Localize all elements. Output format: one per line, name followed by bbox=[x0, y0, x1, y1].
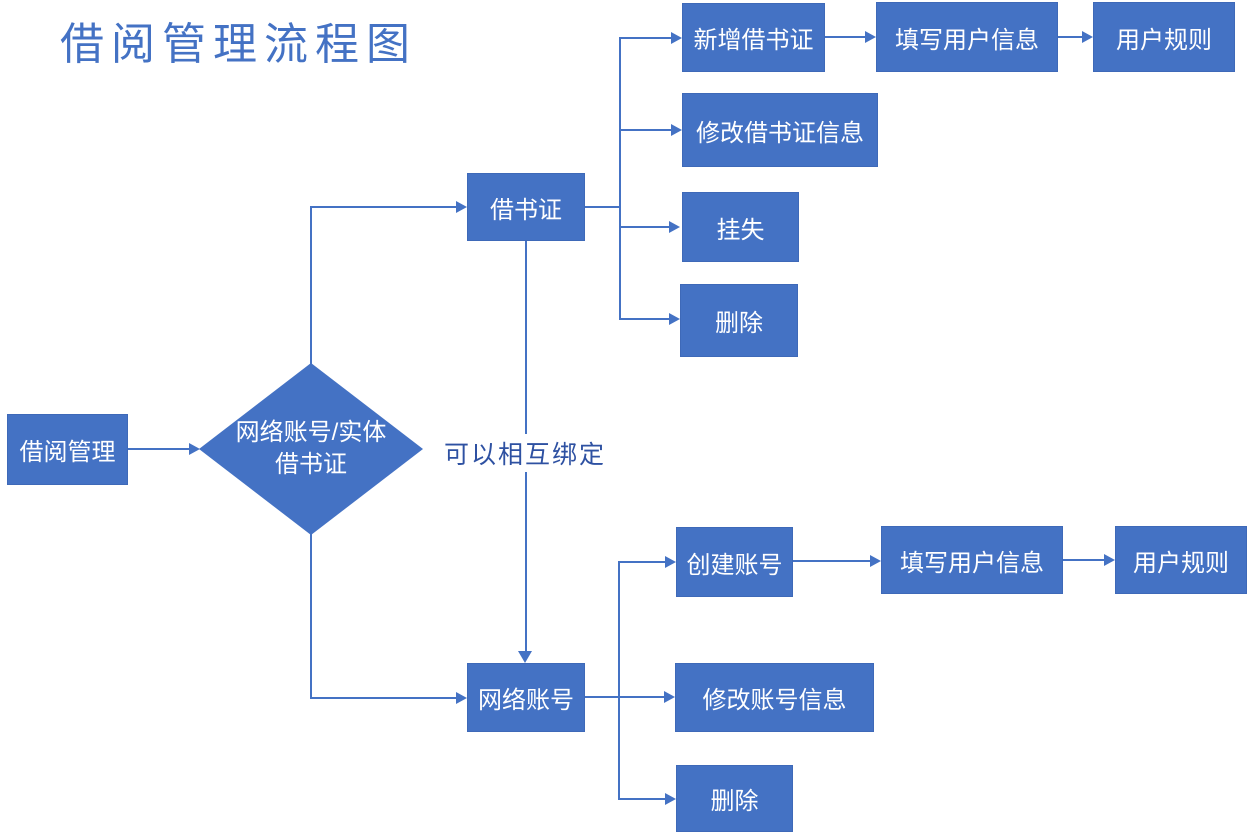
connector-decision-up bbox=[310, 207, 312, 364]
decision-account-or-card: 网络账号/实体 借书证 bbox=[199, 363, 423, 535]
arrowhead-binding-down bbox=[518, 651, 532, 663]
page-title: 借阅管理流程图 bbox=[60, 20, 417, 69]
node-borrow-management-label: 借阅管理 bbox=[19, 439, 116, 466]
connector-account-to-modify bbox=[585, 696, 666, 698]
node-user-rules-account: 用户规则 bbox=[1115, 526, 1247, 594]
decision-label-line2: 借书证 bbox=[274, 451, 347, 478]
node-delete-card-label: 删除 bbox=[715, 310, 763, 337]
arrowhead-decision-to-card bbox=[456, 201, 467, 213]
node-report-loss-label: 挂失 bbox=[716, 216, 765, 244]
node-modify-card-info-label: 修改借书证信息 bbox=[696, 119, 864, 147]
node-network-account-label: 网络账号 bbox=[478, 687, 574, 714]
node-delete-card: 删除 bbox=[680, 284, 798, 357]
node-modify-account-info-label: 修改账号信息 bbox=[702, 687, 847, 714]
decision-label: 网络账号/实体 借书证 bbox=[236, 417, 387, 482]
node-borrow-management: 借阅管理 bbox=[7, 414, 128, 485]
connector-branch-create-account bbox=[618, 561, 666, 563]
arrowhead-modify-card bbox=[671, 124, 682, 136]
node-user-rules-card-label: 用户规则 bbox=[1116, 26, 1212, 54]
connector-root-to-decision bbox=[128, 448, 190, 450]
node-network-account: 网络账号 bbox=[467, 663, 585, 732]
connector-create-to-fillinfo bbox=[793, 560, 871, 562]
connector-fillinfo-to-rules-account bbox=[1063, 559, 1105, 561]
decision-label-line1: 网络账号/实体 bbox=[235, 418, 387, 446]
connector-fillinfo-to-rules-card bbox=[1058, 36, 1083, 38]
arrowhead-delete-card bbox=[669, 313, 680, 325]
node-add-card-label: 新增借书证 bbox=[693, 27, 814, 54]
connector-branch-report-loss bbox=[619, 226, 670, 228]
node-create-account-label: 创建账号 bbox=[686, 551, 783, 579]
node-modify-card-info: 修改借书证信息 bbox=[682, 93, 878, 167]
edge-label-binding: 可以相互绑定 bbox=[440, 434, 611, 472]
connector-branch-delete-card bbox=[619, 318, 670, 320]
connector-decision-down bbox=[310, 533, 312, 699]
arrowhead-create-account bbox=[665, 556, 676, 568]
connector-decision-to-account bbox=[310, 697, 456, 699]
arrowhead-fillinfo-account bbox=[870, 555, 881, 567]
arrowhead-fillinfo-card bbox=[865, 31, 876, 43]
node-modify-account-info: 修改账号信息 bbox=[675, 663, 874, 732]
connector-branch-modify-card bbox=[619, 129, 672, 131]
node-fill-user-info-account-label: 填写用户信息 bbox=[900, 549, 1044, 577]
node-user-rules-account-label: 用户规则 bbox=[1133, 549, 1229, 577]
connector-branch-add-card bbox=[619, 37, 672, 39]
connector-card-trunk bbox=[619, 37, 621, 319]
connector-account-trunk bbox=[618, 561, 620, 800]
node-create-account: 创建账号 bbox=[676, 527, 793, 597]
arrowhead-delete-account bbox=[665, 793, 676, 805]
connector-decision-to-card bbox=[310, 206, 456, 208]
connector-addcard-to-fillinfo bbox=[825, 36, 866, 38]
arrowhead-add-card bbox=[671, 32, 682, 44]
node-library-card-label: 借书证 bbox=[490, 196, 562, 224]
node-report-loss: 挂失 bbox=[682, 192, 799, 262]
arrowhead-modify-account bbox=[664, 691, 675, 703]
arrowhead-decision-to-account bbox=[456, 692, 467, 704]
node-fill-user-info-card-label: 填写用户信息 bbox=[895, 26, 1039, 54]
node-fill-user-info-card: 填写用户信息 bbox=[876, 2, 1058, 72]
arrowhead-rules-card bbox=[1082, 31, 1093, 43]
connector-card-to-trunk bbox=[585, 206, 621, 208]
connector-branch-delete-account bbox=[618, 798, 666, 800]
arrowhead-root-to-decision bbox=[189, 443, 200, 455]
arrowhead-report-loss bbox=[669, 221, 680, 233]
node-user-rules-card: 用户规则 bbox=[1093, 2, 1235, 72]
node-delete-account: 删除 bbox=[676, 765, 793, 832]
node-delete-account-label: 删除 bbox=[710, 788, 759, 815]
node-fill-user-info-account: 填写用户信息 bbox=[881, 526, 1063, 594]
arrowhead-rules-account bbox=[1104, 554, 1115, 566]
node-library-card: 借书证 bbox=[467, 173, 585, 241]
node-add-card: 新增借书证 bbox=[682, 3, 825, 72]
